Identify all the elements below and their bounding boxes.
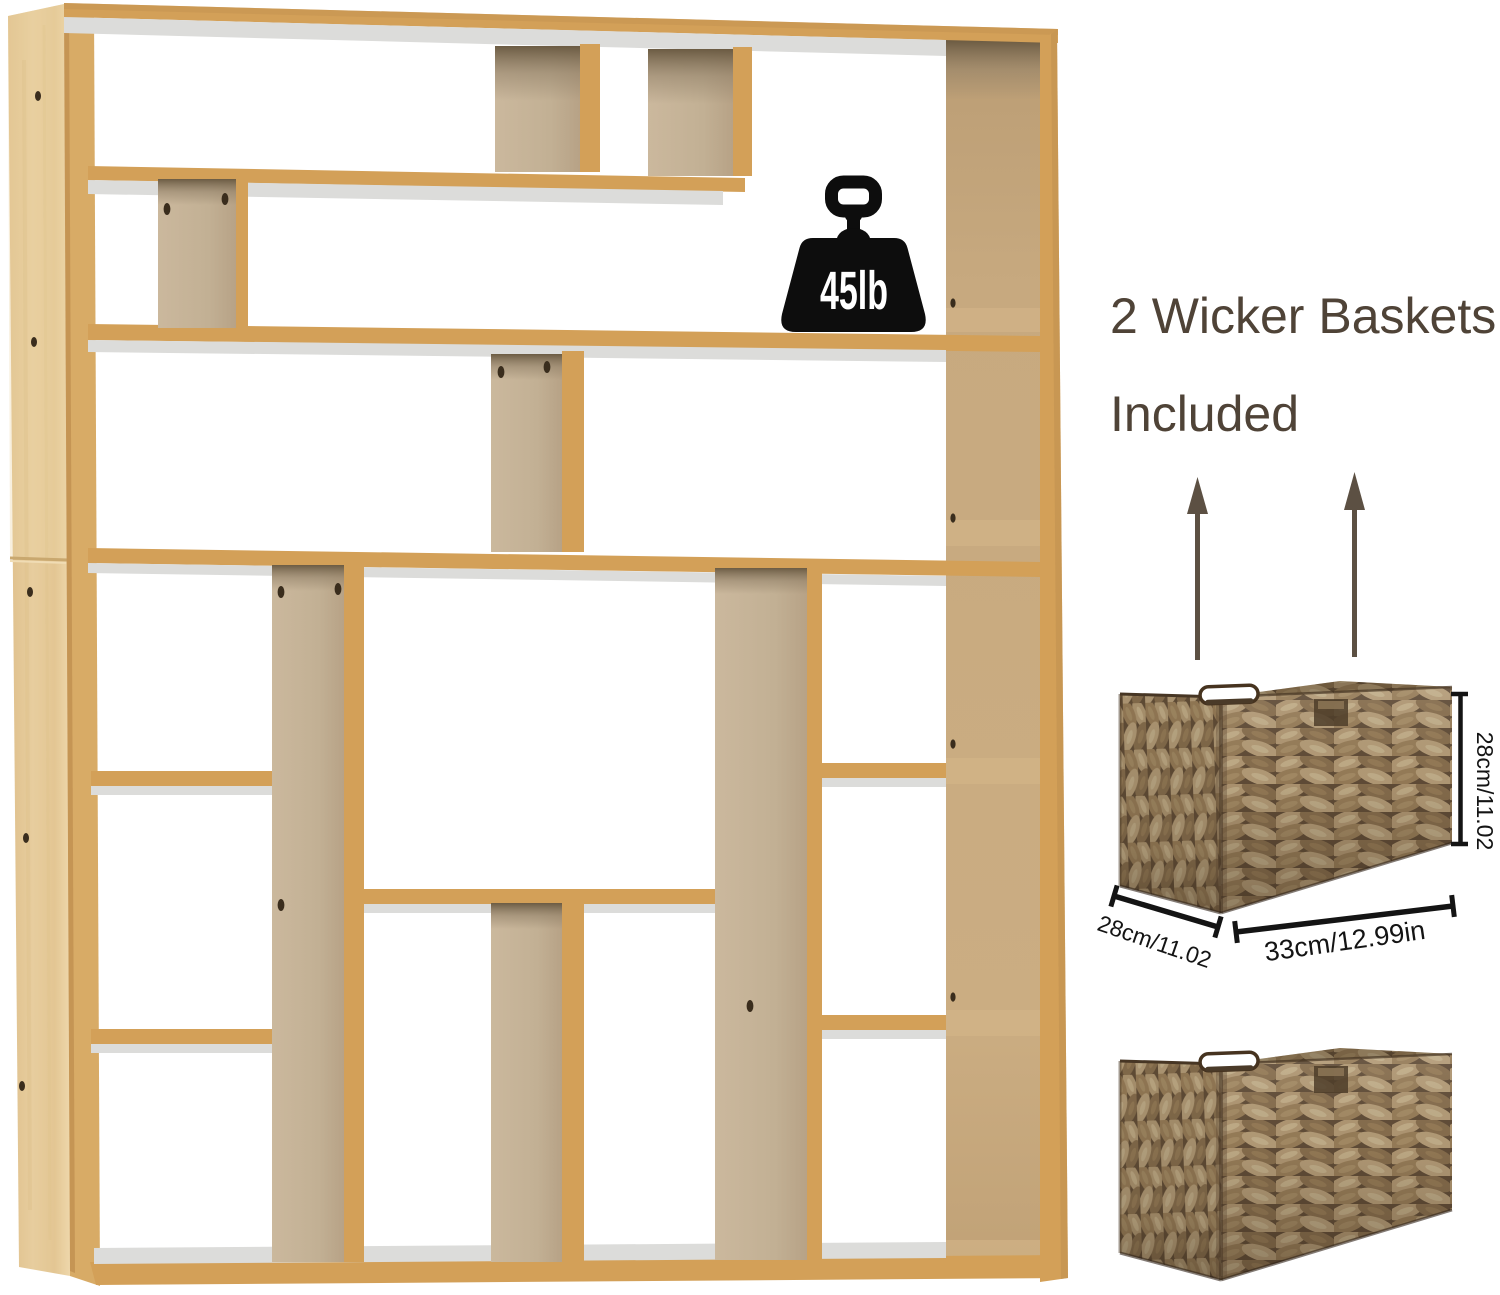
svg-text:Included: Included [1110,386,1299,442]
svg-text:28cm/11.02: 28cm/11.02 [1472,732,1498,850]
svg-text:2 Wicker Baskets: 2 Wicker Baskets [1110,288,1496,344]
svg-text:33cm/12.99in: 33cm/12.99in [1262,915,1427,967]
svg-text:45lb: 45lb [820,261,888,321]
